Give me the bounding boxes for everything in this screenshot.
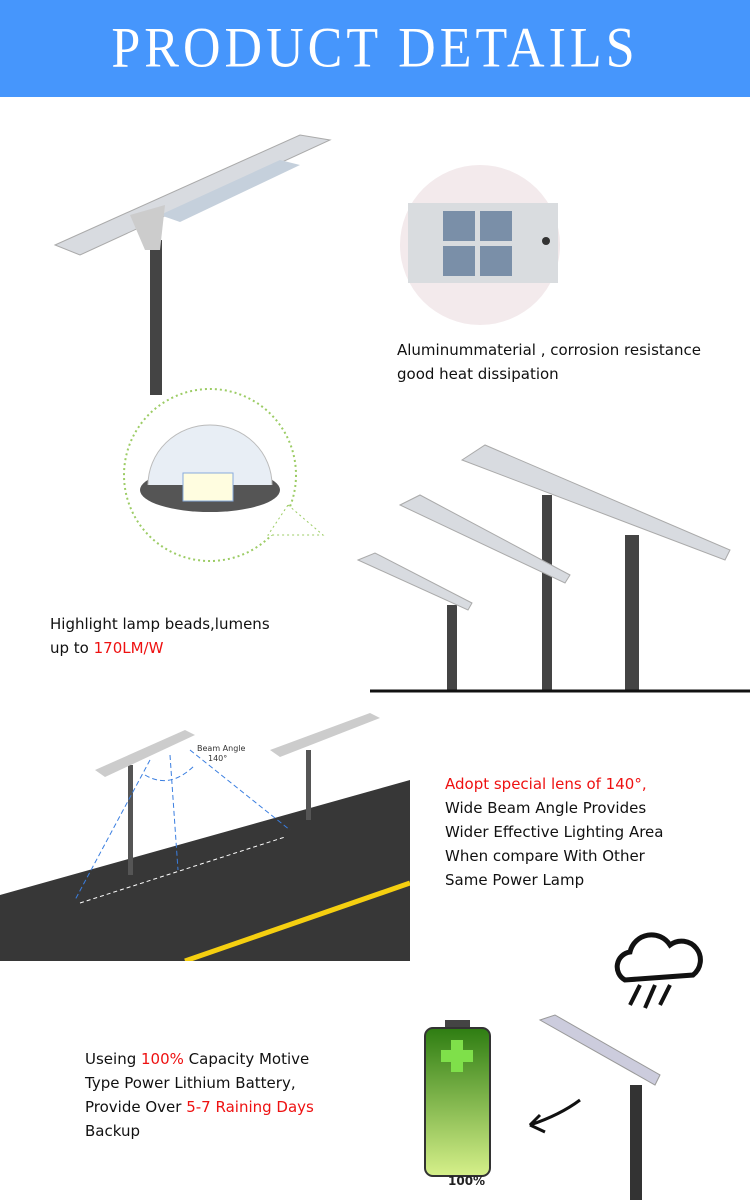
page-title: PRODUCT DETAILS	[111, 17, 639, 80]
feature-text: When compare With Other	[445, 847, 645, 865]
battery-icon	[424, 1020, 491, 1177]
header-banner: PRODUCT DETAILS	[0, 0, 750, 97]
battery-level-label: 100%	[448, 1174, 486, 1188]
street-lamp-image	[53, 134, 332, 395]
lumens-highlight: 170LM/W	[93, 639, 164, 657]
rain-days-highlight: 5-7 Raining Days	[186, 1098, 314, 1116]
feature-text: Wide Beam Angle Provides	[445, 799, 647, 817]
feature-text: good heat dissipation	[397, 365, 559, 383]
feature-text: Useing	[85, 1050, 141, 1068]
feature-text: Aluminummaterial , corrosion resistance	[397, 341, 701, 359]
feature-text: Provide Over	[85, 1098, 187, 1116]
arrow-icon	[528, 1098, 581, 1134]
street-lamp-image	[528, 1014, 661, 1200]
lamp-size-comparison-image	[356, 444, 750, 693]
aluminum-housing-closeup	[400, 165, 560, 325]
feature-text: up to	[50, 639, 94, 657]
feature-text: Capacity Motive	[183, 1050, 310, 1068]
feature-text: Type Power Lithium Battery,	[85, 1074, 296, 1092]
lens-highlight: Adopt special lens of 140°,	[445, 775, 647, 793]
lamp-bead-closeup	[123, 388, 325, 562]
storm-cloud-icon	[614, 932, 703, 1009]
beam-angle-value: 140°	[208, 754, 227, 763]
beam-angle-diagram: Beam Angle 140°	[0, 713, 410, 961]
capacity-highlight: 100%	[141, 1050, 184, 1068]
feature-text: Backup	[85, 1122, 140, 1140]
feature-text: Wider Effective Lighting Area	[445, 823, 664, 841]
feature-text: Highlight lamp beads,lumens	[50, 615, 270, 633]
feature-text: Same Power Lamp	[445, 871, 585, 889]
beam-angle-label: Beam Angle	[197, 744, 245, 753]
